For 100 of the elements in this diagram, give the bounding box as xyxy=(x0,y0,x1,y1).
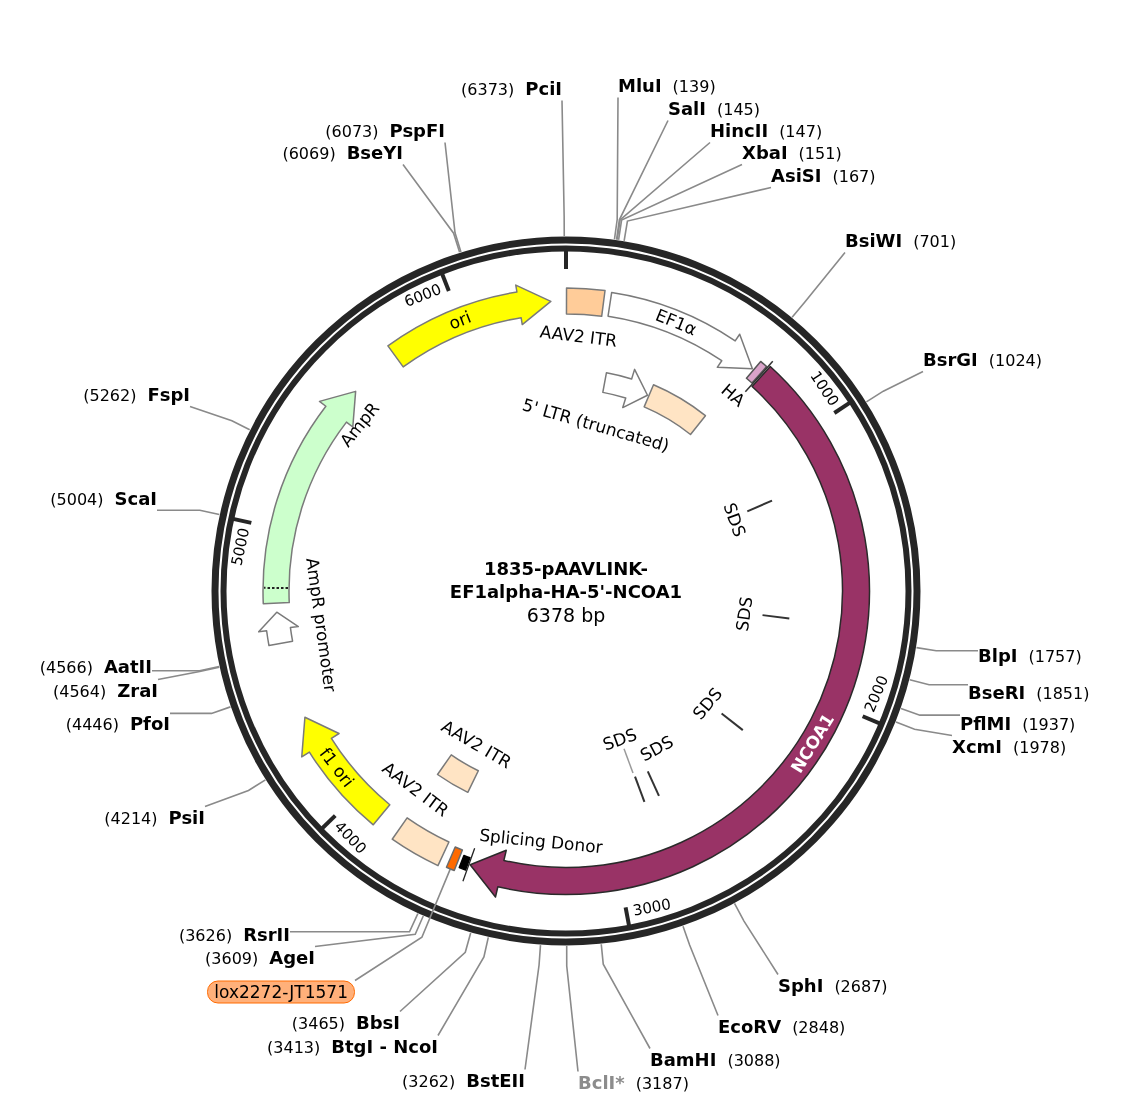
leader-line xyxy=(402,163,461,254)
leader-line xyxy=(900,707,961,716)
cut-position: (701) xyxy=(913,231,957,251)
enzyme-name: BseRI xyxy=(968,681,1026,703)
enzyme-name: RsrII xyxy=(243,923,290,945)
cut-position: (1757) xyxy=(1028,646,1082,666)
leader-line xyxy=(623,186,772,242)
cut-position: (2687) xyxy=(834,976,888,996)
enzyme-name: PciI xyxy=(525,77,562,99)
enzyme-name: PflMI xyxy=(960,712,1012,734)
enzyme-name: AsiSI xyxy=(771,164,822,186)
leader-line xyxy=(682,925,719,1017)
enzyme-name: BlpI xyxy=(978,644,1018,666)
leader-line xyxy=(354,868,451,982)
enzyme-name: HincII xyxy=(710,119,769,141)
site-label: SDS xyxy=(637,732,677,766)
cut-position: (147) xyxy=(779,121,823,141)
enzyme-name: BclI* xyxy=(578,1071,625,1093)
leader-line xyxy=(915,646,979,652)
scale-label: 5000 xyxy=(228,526,254,568)
scale-label: 2000 xyxy=(861,673,893,716)
leader-line xyxy=(733,902,779,976)
enzyme-name: EcoRV xyxy=(718,1015,782,1037)
enzyme-name: BtgI - NcoI xyxy=(331,1035,438,1057)
feature-label: Splicing Donor xyxy=(478,825,604,858)
leader-line xyxy=(151,665,220,672)
enzyme-name: PfoI xyxy=(129,712,170,734)
enzyme-name: PspFI xyxy=(389,119,445,141)
enzyme-name: XcmI xyxy=(952,735,1002,757)
leader-line xyxy=(565,945,579,1073)
leader-line xyxy=(189,405,251,431)
cut-position: (145) xyxy=(717,99,760,119)
enzyme-name: BstEII xyxy=(466,1069,525,1091)
enzyme-name: BseYI xyxy=(346,141,403,163)
feature-label: AAV2 ITR xyxy=(538,321,619,351)
leader-line xyxy=(908,678,969,686)
leader-line xyxy=(169,706,232,715)
feature-label: ori xyxy=(446,307,475,335)
enzyme-name: BsrGI xyxy=(923,348,978,370)
enzyme-name: BbsI xyxy=(356,1011,400,1033)
scale-label: 6000 xyxy=(402,280,444,311)
enzyme-name: SalI xyxy=(668,97,706,119)
cut-position: (5004) xyxy=(50,489,104,509)
leader-line xyxy=(524,944,542,1071)
leader-line xyxy=(561,99,566,237)
site-label: SDS xyxy=(600,724,640,756)
feature-label: f1 ori xyxy=(314,744,358,792)
feature-block xyxy=(445,846,464,872)
leader-line xyxy=(399,932,472,1013)
plasmid-name: 1835-pAAVLINK-EF1alpha-HA-5'-NCOA1 xyxy=(448,557,684,603)
leader-line xyxy=(865,370,924,403)
cut-position: (3413) xyxy=(267,1037,321,1057)
enzyme-name: XbaI xyxy=(742,141,788,163)
plasmid-length: 6378 bp xyxy=(526,604,606,627)
cut-position: (167) xyxy=(832,166,876,186)
cut-position: (1937) xyxy=(1022,714,1076,734)
leader-line xyxy=(157,666,221,681)
feature-tag: lox2272-JT1571 xyxy=(207,980,355,1004)
enzyme-name: BsiWI xyxy=(845,229,903,251)
cut-position: (4214) xyxy=(104,808,158,828)
enzyme-name: ScaI xyxy=(114,487,157,509)
enzyme-name: ZraI xyxy=(117,679,158,701)
leader-line xyxy=(314,915,425,948)
leader-line xyxy=(895,721,953,737)
enzyme-name: FspI xyxy=(147,383,190,405)
leader-line xyxy=(204,779,267,808)
enzyme-name: AgeI xyxy=(269,946,315,968)
site-label: SDS xyxy=(718,500,750,540)
cut-position: (1024) xyxy=(988,350,1042,370)
scale-label: 3000 xyxy=(631,895,673,920)
cut-position: (3609) xyxy=(205,948,259,968)
cut-position: (3262) xyxy=(402,1071,456,1091)
leader-line xyxy=(600,943,651,1050)
cut-position: (2848) xyxy=(792,1017,846,1037)
leader-line xyxy=(617,163,743,241)
leader-line xyxy=(616,141,711,241)
leader-line xyxy=(437,936,490,1037)
cut-position: (6073) xyxy=(325,121,379,141)
cut-position: (139) xyxy=(672,76,716,96)
cut-position: (4446) xyxy=(65,714,119,734)
feature-band xyxy=(602,368,649,409)
cut-position: (1978) xyxy=(1013,737,1067,757)
cut-position: (4566) xyxy=(39,657,93,677)
cut-position: (6069) xyxy=(282,143,336,163)
feature-label: EF1α xyxy=(652,305,700,340)
leader-line xyxy=(791,251,846,319)
cut-position: (3088) xyxy=(727,1050,781,1070)
leader-line xyxy=(613,96,619,241)
feature-label: HA xyxy=(717,380,749,411)
cut-position: (6373) xyxy=(461,79,515,99)
cut-position: (3465) xyxy=(291,1013,345,1033)
enzyme-name: BamHI xyxy=(650,1048,717,1070)
enzyme-name: AatII xyxy=(103,655,152,677)
enzyme-name: MluI xyxy=(618,74,662,96)
cut-position: (1851) xyxy=(1036,683,1090,703)
cut-position: (4564) xyxy=(53,681,107,701)
leader-line xyxy=(444,141,462,253)
site-label: SDS xyxy=(732,595,758,633)
leader-line xyxy=(156,509,221,516)
leader-line xyxy=(289,912,419,933)
